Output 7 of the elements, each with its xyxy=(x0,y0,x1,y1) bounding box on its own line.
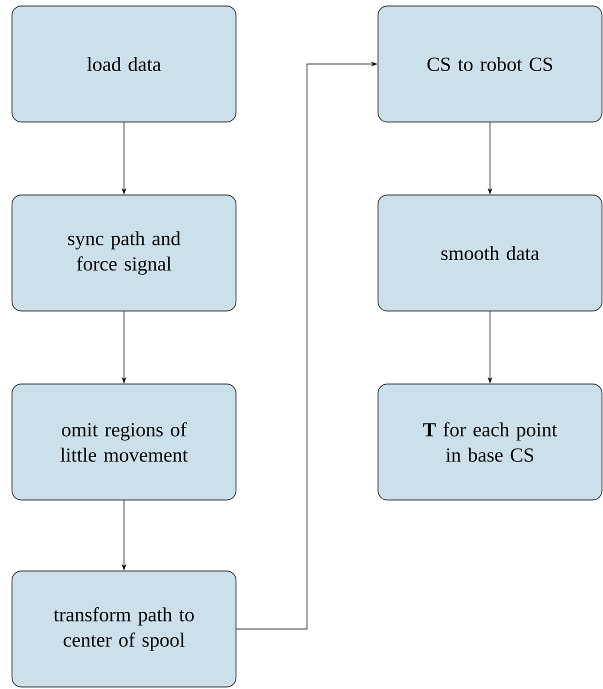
process-box: T for each point in base CS xyxy=(378,384,602,500)
process-box: CS to robot CS xyxy=(378,6,602,122)
process-box: smooth data xyxy=(378,194,602,312)
process-box: omit regions of little movement xyxy=(12,384,236,500)
process-box: sync path and force signal xyxy=(12,194,236,312)
process-box: transform path to center of spool xyxy=(12,570,236,688)
process-box: load data xyxy=(12,6,236,122)
